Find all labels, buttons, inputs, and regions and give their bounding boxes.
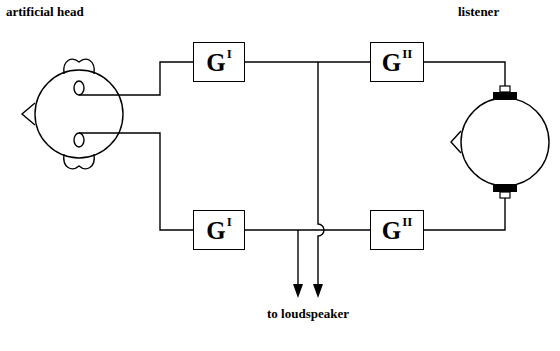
branch-wire xyxy=(297,230,298,286)
filter-symbol: G xyxy=(382,50,401,75)
figure-label: artificial head xyxy=(4,4,86,20)
filter-box: GII xyxy=(370,210,424,250)
figure-label: listener xyxy=(456,4,501,20)
listener-figure xyxy=(450,2,558,202)
filter-box: GI xyxy=(193,210,245,250)
artificial-head-figure xyxy=(4,2,154,180)
filter-index: I xyxy=(227,47,232,60)
filter-box: GI xyxy=(193,42,245,82)
signal-wire xyxy=(245,61,370,62)
filter-symbol: G xyxy=(382,218,401,243)
signal-wire xyxy=(424,62,505,86)
filter-symbol: G xyxy=(206,50,225,75)
arrow-head xyxy=(293,284,303,298)
signal-wire xyxy=(245,229,370,230)
filter-box: GII xyxy=(370,42,424,82)
signal-wire xyxy=(120,133,193,230)
output-label: to loudspeaker xyxy=(265,306,351,322)
arrow-head xyxy=(313,284,323,298)
signal-wire xyxy=(120,62,193,95)
filter-index: II xyxy=(402,215,412,228)
listener-head: listener xyxy=(450,2,558,202)
artificial-head: artificial head xyxy=(4,2,154,180)
filter-index: II xyxy=(402,47,412,60)
signal-wire xyxy=(424,198,505,230)
crossover-wire xyxy=(318,62,324,286)
filter-index: I xyxy=(227,215,232,228)
filter-symbol: G xyxy=(206,218,225,243)
